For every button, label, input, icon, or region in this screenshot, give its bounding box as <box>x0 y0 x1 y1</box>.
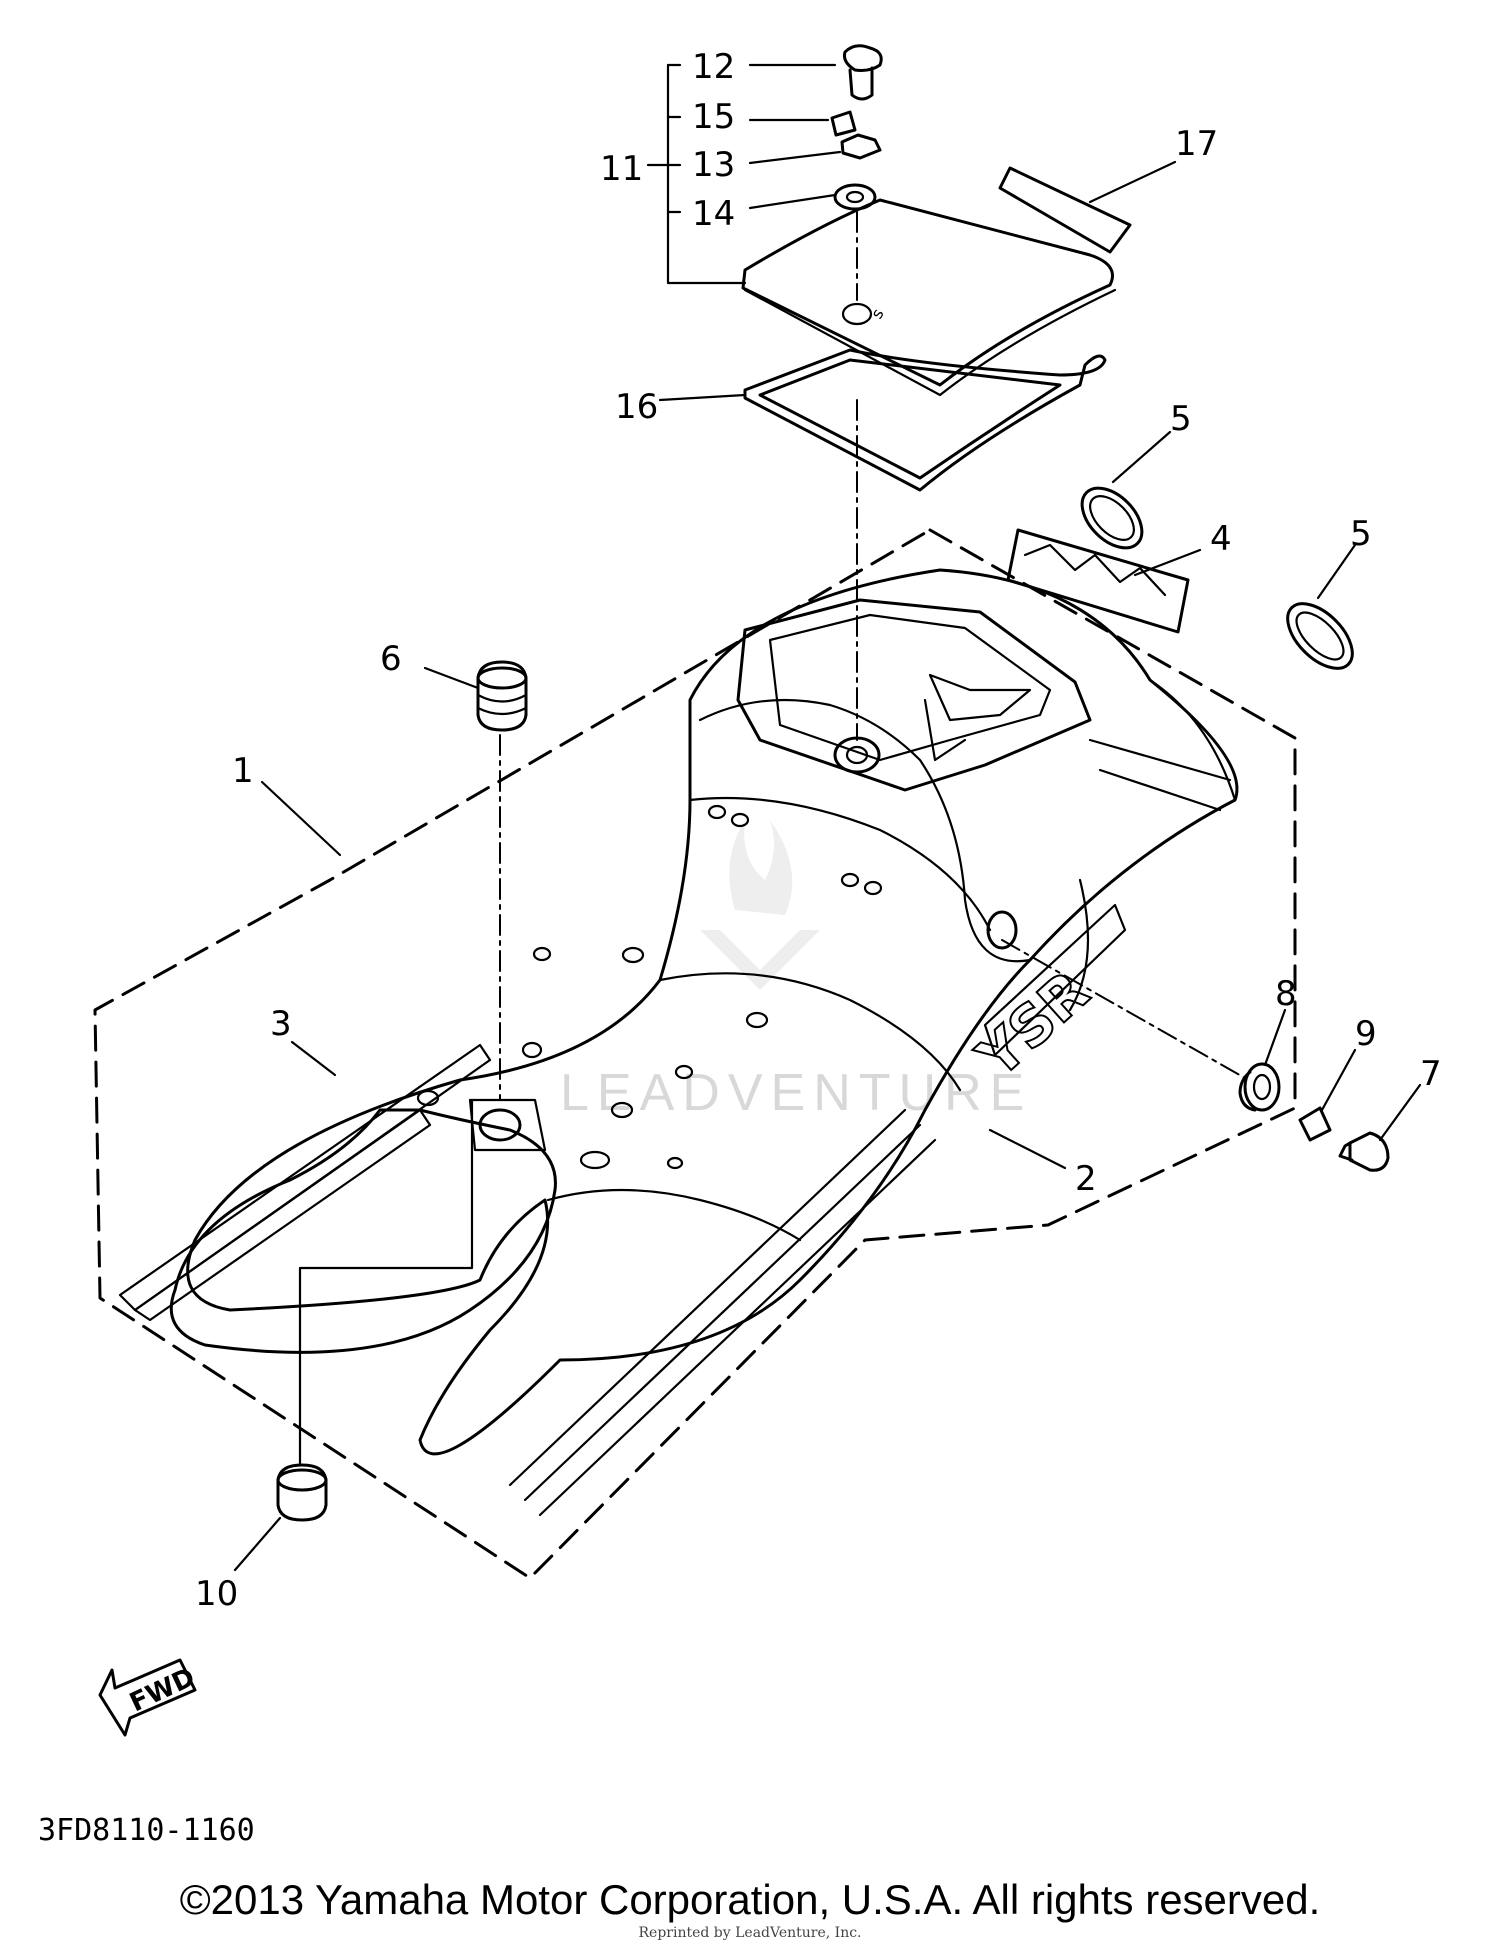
side-stripe <box>118 1043 492 1322</box>
seat-shell <box>186 568 1239 1517</box>
callout-16: 16 <box>615 387 658 427</box>
hardware-stack <box>830 44 883 211</box>
callout-15: 15 <box>692 97 735 137</box>
copyright-notice: ©2013 Yamaha Motor Corporation, U.S.A. A… <box>179 1876 1321 1923</box>
callout-3: 3 <box>270 1004 292 1044</box>
callout-8: 8 <box>1275 974 1297 1014</box>
watermark-logo <box>700 820 820 990</box>
callout-10: 10 <box>195 1574 238 1614</box>
callout-5a: 5 <box>1170 399 1192 439</box>
seal-strip <box>998 166 1132 254</box>
cover-plate: s <box>741 198 1117 397</box>
callout-11: 11 <box>600 149 643 189</box>
callout-5b: 5 <box>1350 514 1372 554</box>
callout-4: 4 <box>1210 519 1232 559</box>
callout-17: 17 <box>1175 124 1218 164</box>
callout-6: 6 <box>380 639 402 679</box>
grommet-collar-bolt <box>1238 1062 1390 1172</box>
yamaha-emblem <box>1006 528 1190 634</box>
callout-12: 12 <box>692 47 735 87</box>
leader-lines <box>233 63 1422 1572</box>
bottom-damper <box>276 1463 328 1522</box>
gasket-frame <box>743 348 1107 492</box>
callout-1: 1 <box>232 751 254 791</box>
callout-2: 2 <box>1075 1159 1097 1199</box>
rubber-damper <box>476 660 528 732</box>
fwd-arrow: FWD <box>98 1658 200 1737</box>
seat-band <box>169 1108 557 1354</box>
callout-13: 13 <box>692 145 735 185</box>
callout-14: 14 <box>692 194 735 234</box>
diagram-code: 3FD8110-1160 <box>38 1813 255 1848</box>
reprint-note: Reprinted by LeadVenture, Inc. <box>638 1925 862 1941</box>
callout-7: 7 <box>1420 1054 1442 1094</box>
callout-9: 9 <box>1355 1014 1377 1054</box>
leader-line-10 <box>298 1098 474 1467</box>
svg-text:FWD: FWD <box>125 1662 199 1718</box>
assembly-boundary <box>93 528 1297 1580</box>
rings <box>1080 486 1354 670</box>
centerline-grommet <box>1001 939 1246 1079</box>
